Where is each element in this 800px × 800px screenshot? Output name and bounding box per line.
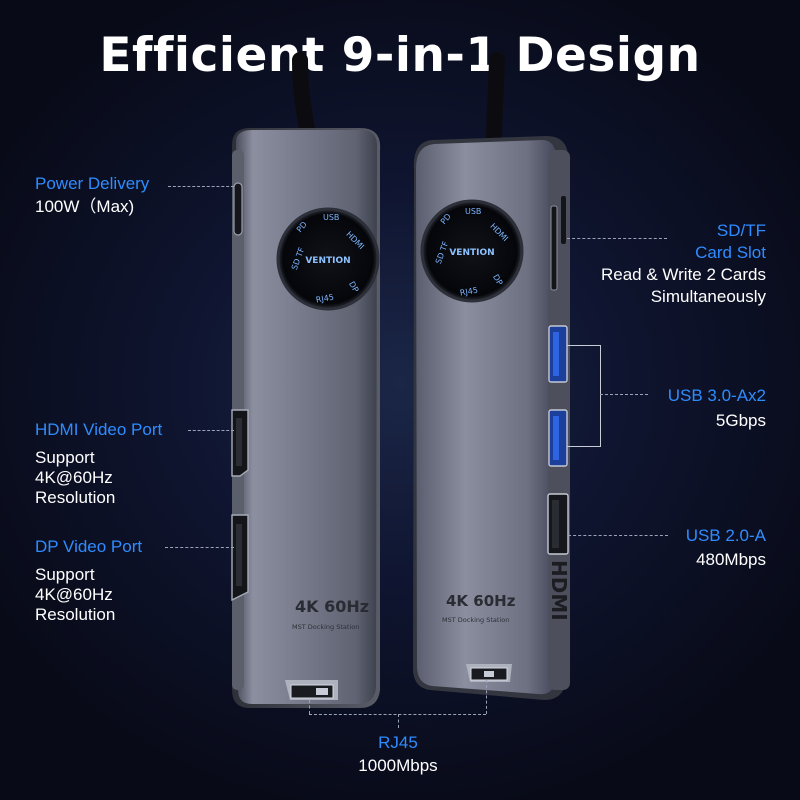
leader-usb2 [568, 535, 668, 536]
device-sub-left: MST Docking Station [292, 623, 359, 631]
device-mark-left: 4K 60Hz [295, 597, 369, 616]
callout-sdtf: SD/TF Card Slot Read & Write 2 Cards Sim… [601, 221, 766, 307]
hdmi-detail-1: Support [35, 448, 95, 467]
vention-logo-right: VENTION [449, 248, 494, 258]
leader-dp [165, 547, 234, 548]
sdtf-detail-2: Simultaneously [650, 287, 766, 306]
dp-detail-1: Support [35, 565, 95, 584]
leader-sdtf [567, 238, 667, 239]
cable-left [292, 52, 316, 143]
usb3-label: USB 3.0-Ax2 [667, 386, 766, 405]
leader-rj45-left [309, 700, 310, 714]
usb3-detail: 5Gbps [715, 411, 766, 430]
leader-rj45-join [309, 714, 486, 715]
svg-text:USB: USB [465, 207, 481, 216]
leader-hdmi [188, 430, 234, 431]
sdtf-label-2: Card Slot [695, 243, 766, 262]
svg-text:RJ45: RJ45 [459, 286, 478, 298]
svg-text:USB: USB [323, 213, 339, 222]
rj45-detail: 1000Mbps [358, 756, 438, 775]
usb2-label: USB 2.0-A [685, 526, 766, 545]
leader-usb3-bracket [567, 345, 601, 447]
callout-usb3: USB 3.0-Ax2 5Gbps [668, 386, 766, 431]
callout-hdmi: HDMI Video Port Support 4K@60Hz Resoluti… [35, 420, 162, 508]
vention-logo: VENTION [305, 256, 350, 266]
led-indicator-display-right [420, 199, 524, 303]
dp-detail-2: 4K@60Hz [35, 585, 113, 604]
hdmi-label: HDMI Video Port [35, 420, 163, 439]
hdmi-detail-2: 4K@60Hz [35, 468, 113, 487]
hub-right-view: HDMI USB HDMI DP RJ45 SD TF PD VENTION 4… [413, 136, 571, 700]
power-delivery-label: Power Delivery [35, 174, 150, 193]
hub-left-view: USB HDMI DP RJ45 SD TF PD VENTION 4K 60H… [231, 128, 381, 708]
dp-label: DP Video Port [35, 537, 143, 556]
rj45-label: RJ45 [378, 733, 418, 752]
power-delivery-detail: 100W（Max) [35, 197, 135, 216]
callout-usb2: USB 2.0-A 480Mbps [686, 526, 766, 570]
svg-text:RJ45: RJ45 [315, 293, 334, 305]
cable-right [486, 52, 505, 148]
page-title: Efficient 9-in-1 Design [99, 28, 701, 83]
callout-rj45: RJ45 1000Mbps [300, 733, 496, 776]
leader-rj45-right [486, 680, 487, 714]
callout-dp: DP Video Port Support 4K@60Hz Resolution [35, 537, 142, 625]
sd-tf-slot [550, 205, 558, 291]
sdtf-detail-1: Read & Write 2 Cards [600, 265, 766, 284]
device-mark-right: 4K 60Hz [446, 592, 516, 610]
leader-power [168, 186, 234, 187]
usb-c-pd-port [233, 182, 243, 236]
usb2-detail: 480Mbps [696, 550, 766, 569]
sdtf-label-1: SD/TF [716, 221, 766, 240]
leader-usb3 [600, 394, 648, 395]
dp-detail-3: Resolution [35, 605, 116, 624]
leader-rj45-drop [398, 714, 399, 728]
callout-power: Power Delivery 100W（Max) [35, 174, 149, 217]
side-print: HDMI [547, 560, 571, 621]
device-sub-right: MST Docking Station [442, 616, 509, 624]
hdmi-detail-3: Resolution [35, 488, 116, 507]
led-indicator-display [276, 207, 380, 311]
